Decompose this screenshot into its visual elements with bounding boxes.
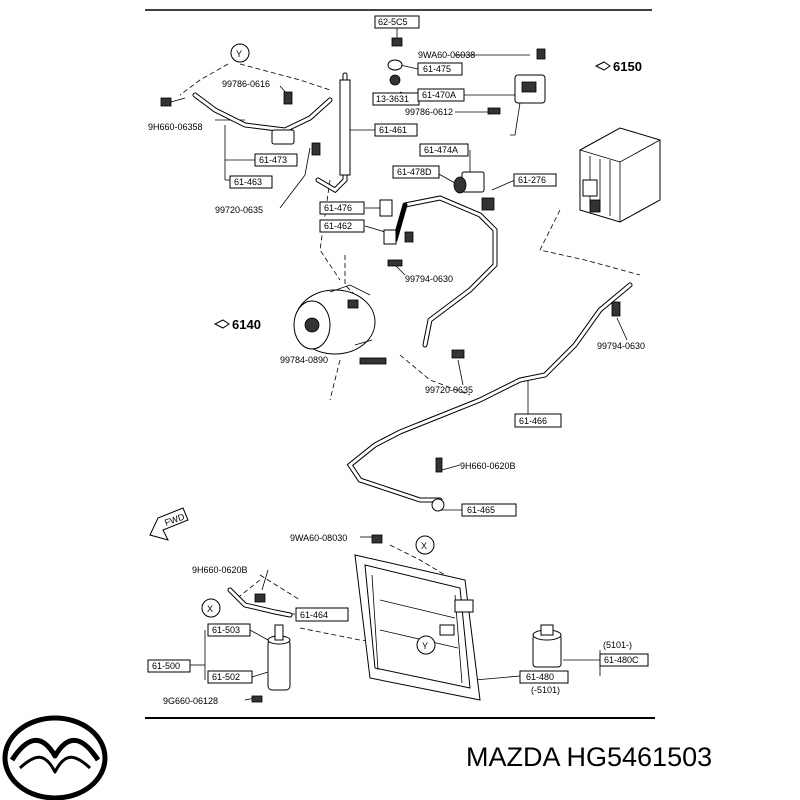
- mazda-logo: [2, 715, 108, 800]
- callout-9h660-06358: 9H660-06358: [148, 122, 203, 132]
- bolt-9h660-0620b-a: [435, 457, 443, 473]
- callout-9wa60-06038: 9WA60-06038: [418, 50, 475, 60]
- callout-61-276: 61-276: [518, 175, 546, 185]
- o-ring-61-475: [387, 59, 403, 86]
- evaporator-unit: [579, 127, 661, 223]
- callout-61-462: 61-462: [324, 221, 352, 231]
- callout-99786-0612: 99786-0612: [405, 107, 453, 117]
- callout-99784-0890: 99784-0890: [280, 355, 328, 365]
- callout-61-466: 61-466: [519, 416, 547, 426]
- callout-99794-0630a: 99794-0630: [405, 274, 453, 284]
- marker-y-top: Y: [230, 43, 250, 63]
- svg-text:6150: 6150: [613, 59, 642, 74]
- callout-13-3631: 13-3631: [376, 94, 409, 104]
- callout-99786-0616: 99786-0616: [222, 79, 270, 89]
- callout-61-470a: 61-470A: [422, 90, 456, 100]
- callout-9g660-06128: 9G660-06128: [163, 696, 218, 706]
- marker-x-left: X: [201, 598, 221, 618]
- bolt-99794-0630a: [387, 259, 403, 267]
- callout-9wa60-08030: 9WA60-08030: [290, 533, 347, 543]
- callout-5101-b: (-5101): [531, 685, 560, 695]
- receiver-drier: [251, 593, 291, 703]
- callout-61-464: 61-464: [300, 610, 328, 620]
- callout-61-503: 61-503: [212, 625, 240, 635]
- o-ring-61-478d: [453, 176, 467, 194]
- callout-61-475: 61-475: [423, 64, 451, 74]
- dashed-routing-lines: [179, 63, 641, 646]
- callout-61-480: 61-480: [526, 672, 554, 682]
- callout-61-502: 61-502: [212, 672, 240, 682]
- callout-61-500: 61-500: [152, 661, 180, 671]
- marker-x-mid: X: [415, 535, 435, 555]
- assembly-6150: 6150: [594, 59, 642, 74]
- svg-text:6140: 6140: [232, 317, 261, 332]
- assembly-6140: 6140: [213, 317, 261, 332]
- condenser-unit: [354, 534, 481, 701]
- callout-61-476: 61-476: [324, 203, 352, 213]
- fwd-arrow: FWD: [149, 507, 189, 541]
- fitting-61-465: [431, 498, 445, 512]
- hose-61-461: [339, 79, 351, 176]
- clip-61-476: [379, 199, 393, 217]
- bolt-9wa60-06038: [536, 48, 546, 60]
- bolt-99786-0616: [283, 91, 293, 105]
- bolt-99794-0630b: [611, 301, 621, 317]
- callout-99720-0635b: 99720-0635: [425, 385, 473, 395]
- callout-5101-a: (5101-): [603, 640, 632, 650]
- cap-61-480: [532, 624, 562, 668]
- callout-61-465: 61-465: [467, 505, 495, 515]
- bolt-99720-0635b: [451, 349, 465, 359]
- part-number-caption: MAZDA HG5461503: [466, 742, 713, 772]
- svg-text:Y: Y: [236, 49, 242, 59]
- callout-9h660-0620b-a: 9H660-0620B: [460, 461, 516, 471]
- bolt-99720-0635a: [311, 142, 321, 156]
- clamp-61-473: [271, 129, 295, 145]
- marker-y-bottom: Y: [416, 635, 436, 655]
- bolt-9h660-06358: [160, 97, 186, 107]
- fitting-61-462: [383, 229, 414, 245]
- callout-61-474a: 61-474A: [424, 145, 458, 155]
- valve-61-470a: [510, 74, 546, 136]
- callout-61-461: 61-461: [379, 125, 407, 135]
- bolt-99784-0890: [359, 357, 387, 365]
- callout-labels: 62-5C5 9WA60-06038 61-475 13-3631 61-470…: [147, 15, 649, 706]
- callout-9h660-0620b-b: 9H660-0620B: [192, 565, 248, 575]
- callout-61-480c: 61-480C: [604, 655, 639, 665]
- cap-61-276: [481, 197, 495, 211]
- svg-text:X: X: [207, 604, 213, 614]
- callout-99794-0630b: 99794-0630: [597, 341, 645, 351]
- callout-99720-0635a: 99720-0635: [215, 205, 263, 215]
- svg-text:Y: Y: [422, 641, 428, 651]
- svg-text:X: X: [421, 541, 427, 551]
- callout-62-5c5: 62-5C5: [378, 17, 408, 27]
- callout-61-463: 61-463: [234, 177, 262, 187]
- compressor-unit: [293, 284, 376, 355]
- nut-62-5c5: [391, 37, 403, 47]
- callout-61-478d: 61-478D: [397, 167, 432, 177]
- callout-61-473: 61-473: [259, 155, 287, 165]
- bolt-99786-0612: [487, 107, 501, 115]
